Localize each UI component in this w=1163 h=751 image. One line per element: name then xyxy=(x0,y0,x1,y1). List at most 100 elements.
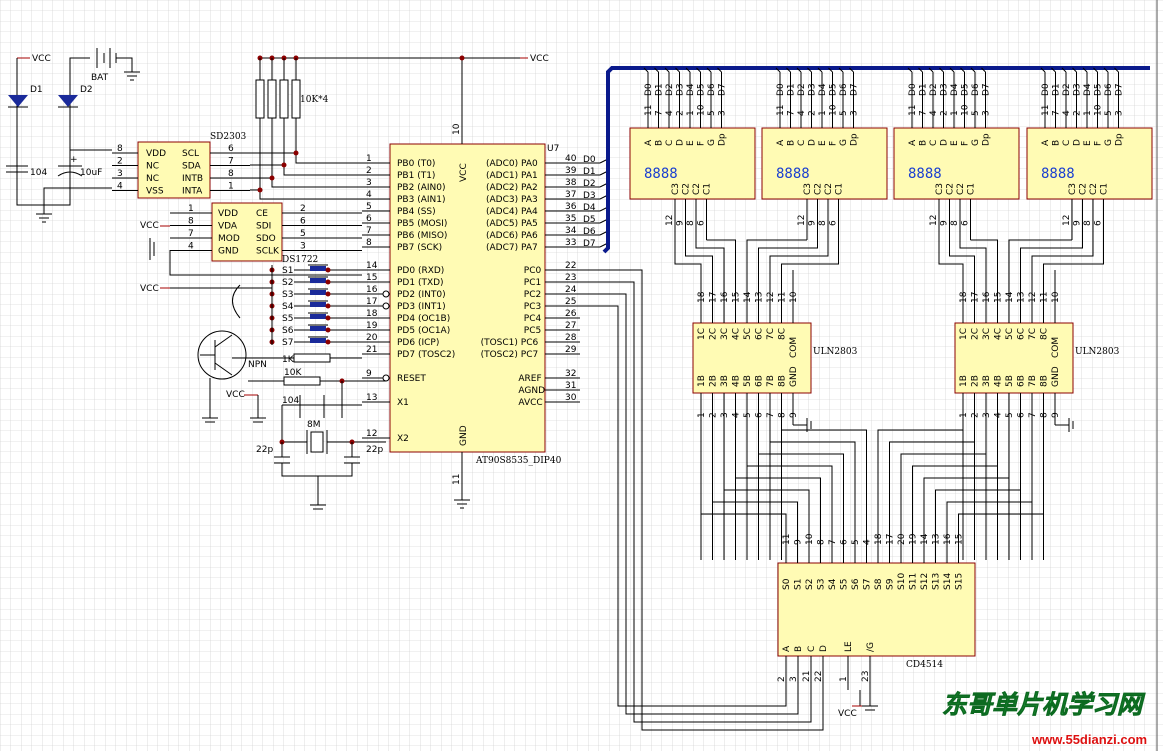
vcc-label-1: VCC xyxy=(32,54,51,64)
ds1722-pin-name: MOD xyxy=(218,234,240,244)
display-seg-label: C xyxy=(665,140,675,146)
display-bus-label: D3 xyxy=(676,83,686,96)
uln2803-2 xyxy=(954,322,1074,394)
display-common-label: C2 xyxy=(692,183,702,195)
cap-plus-label: + xyxy=(70,155,78,165)
mcu-pin-num: 15 xyxy=(366,273,377,283)
display-common-label: C1 xyxy=(703,183,713,195)
cd4514-input-label: LE xyxy=(844,641,854,652)
wire xyxy=(580,305,787,707)
mcu-pin-num: 37 xyxy=(565,190,576,200)
bus-entry xyxy=(918,67,923,73)
cd4514-pin-num: 11 xyxy=(782,534,792,545)
uln-pin-name: 2C xyxy=(709,328,719,340)
display-seg-label: A xyxy=(908,139,918,146)
uln-pin-name: 6C xyxy=(755,328,765,340)
mcu-pin-name: (ADC0) PA0 xyxy=(486,159,538,169)
display-bus-label: D0 xyxy=(1041,83,1051,96)
uln-pin-num: 11 xyxy=(778,292,788,303)
bus-entry xyxy=(696,67,701,73)
r1k-label: 1K xyxy=(282,355,295,365)
cd4514-output-label: S2 xyxy=(805,579,815,590)
uln-pin-num: 3 xyxy=(982,412,992,418)
uln-pin-num: 8 xyxy=(778,412,788,418)
switch-7-icon xyxy=(310,338,326,343)
display-pin-num: 2 xyxy=(1073,110,1083,116)
display-common-label: C1 xyxy=(835,183,845,195)
mcu-pin-name: PC1 xyxy=(524,278,541,288)
display-pin-num: 11 xyxy=(776,105,786,116)
mcu-pin-name: (ADC7) PA7 xyxy=(486,243,538,253)
uln-pin-name: 3B xyxy=(720,375,730,387)
cd4514-output-label: S5 xyxy=(840,579,850,590)
mcu-vcc-pin: 10 xyxy=(452,123,462,135)
display-pin-num: 7 xyxy=(787,110,797,116)
cd4514-output-label: S6 xyxy=(851,578,861,590)
display-seg-label: F xyxy=(697,141,707,146)
display-pin-num: 8 xyxy=(818,220,828,226)
cd4514-output-label: S3 xyxy=(817,579,827,590)
mcu-pin-num: 30 xyxy=(565,393,577,403)
cd4514-pin-num: 4 xyxy=(863,539,873,545)
wire xyxy=(970,239,998,270)
display-bus-label: D5 xyxy=(829,83,839,96)
mcu-pin-name: (ADC5) PA5 xyxy=(486,219,538,229)
cd4514-output-label: S11 xyxy=(909,573,919,590)
display-pin-num: 5 xyxy=(1104,110,1114,116)
uln-pin-num: 10 xyxy=(1051,291,1061,303)
display-pin-num: 4 xyxy=(797,110,807,116)
xtal-label: 8M xyxy=(307,420,321,430)
mcu-pin-num: 36 xyxy=(565,202,577,212)
mcu-pin-name: (ADC3) PA3 xyxy=(486,195,538,205)
cd4514-output-label: S1 xyxy=(794,579,804,590)
seven-seg-display-3 xyxy=(893,127,1020,200)
mcu-pin-name: (TOSC1) PC6 xyxy=(481,338,539,348)
wire xyxy=(769,393,856,530)
display-pin-num: 10 xyxy=(829,104,839,116)
resistor-1k-icon xyxy=(293,353,331,363)
uln-pin-num: 9 xyxy=(1051,412,1061,418)
sd2303-pin-num: 2 xyxy=(117,157,123,167)
sd2303-pin-num: 7 xyxy=(228,157,234,167)
bus-entry xyxy=(970,67,976,73)
cd4514-input-label: A xyxy=(782,645,792,652)
display-seg-label: Dp xyxy=(1115,133,1125,146)
cd4514-pin-num: 7 xyxy=(828,539,838,545)
display-bus-label: D5 xyxy=(1094,83,1104,96)
display-pin-num: 6 xyxy=(1094,220,1104,226)
display-pin-num: 12 xyxy=(797,215,807,226)
mcu-pin-num: 16 xyxy=(366,285,378,295)
display-pin-num: 4 xyxy=(1062,110,1072,116)
junction-dot xyxy=(325,303,331,309)
switch-2-icon xyxy=(310,278,326,283)
npn-label: NPN xyxy=(248,360,267,370)
mcu-pin-name: PD7 (TOSC2) xyxy=(397,350,455,360)
display-common-label: C1 xyxy=(967,183,977,195)
sd2303-pin-name: VDD xyxy=(146,149,166,159)
mcu-pin-num: 22 xyxy=(565,261,576,271)
mcu-pin-name: PD5 (OC1A) xyxy=(397,326,450,336)
wire xyxy=(580,281,812,723)
d2-label: D2 xyxy=(80,85,93,95)
display-seg-label: F xyxy=(961,141,971,146)
display-pin-num: 1 xyxy=(686,110,696,116)
uln-pin-num: 16 xyxy=(982,291,992,303)
display-common-label: C3 xyxy=(1068,183,1078,195)
display-common-label: C2 xyxy=(1079,183,1089,195)
display-seg-label: Dp xyxy=(850,133,860,146)
uln-pin-name: 7B xyxy=(1028,375,1038,387)
wire xyxy=(758,393,844,530)
sd2303-pin-num: 8 xyxy=(117,144,123,154)
inverted-pin-icon xyxy=(382,290,390,298)
sd2303-name: SD2303 xyxy=(210,132,247,142)
uln-pin-num: 5 xyxy=(743,412,753,418)
mcu-pin-name: PB5 (MOSI) xyxy=(397,219,447,229)
cd4514-input-label: C xyxy=(807,646,817,652)
mcu-pin-num: 32 xyxy=(565,369,576,379)
uln-pin-name: 3C xyxy=(982,328,992,340)
wire xyxy=(695,240,725,270)
mcu-pin-name: PB6 (MISO) xyxy=(397,231,447,241)
